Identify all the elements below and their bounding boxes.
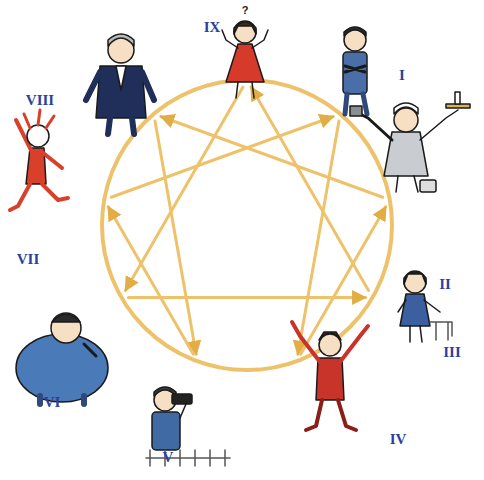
enneagram-point: VIII bbox=[147, 107, 161, 121]
type-numeral: IV bbox=[390, 432, 407, 447]
question-mark: ? bbox=[242, 5, 249, 16]
figure-seven bbox=[10, 110, 68, 210]
figure-nine bbox=[222, 21, 268, 98]
type-numeral: III bbox=[443, 345, 461, 360]
figure-five bbox=[146, 387, 230, 466]
enneagram-arrow bbox=[298, 121, 339, 354]
enneagram-point: VII bbox=[97, 193, 111, 207]
type-numeral: II bbox=[439, 277, 451, 292]
figure-two bbox=[350, 92, 470, 192]
enneagram-point: III bbox=[366, 291, 380, 305]
enneagram-arrow bbox=[301, 207, 386, 354]
outer-circle bbox=[102, 80, 392, 370]
type-numeral: VI bbox=[44, 395, 61, 410]
enneagram-arrow bbox=[155, 121, 196, 354]
enneagram-point: IV bbox=[290, 354, 304, 368]
figure-three bbox=[398, 271, 452, 342]
figure-eight bbox=[86, 34, 154, 134]
enneagram-arrow bbox=[161, 116, 383, 197]
enneagram-arrow bbox=[111, 116, 333, 197]
enneagram-arrow bbox=[251, 87, 368, 291]
type-numeral: V bbox=[163, 450, 174, 465]
enneagram-point: II bbox=[383, 193, 397, 207]
enneagram-point: IX bbox=[240, 73, 254, 87]
figure-six bbox=[16, 313, 108, 404]
enneagram-arrow bbox=[108, 207, 193, 354]
enneagram-point: V bbox=[190, 354, 204, 368]
figure-one bbox=[343, 27, 367, 114]
enneagram-point: I bbox=[333, 107, 347, 121]
figure-four bbox=[292, 322, 368, 430]
type-numeral: I bbox=[399, 68, 405, 83]
type-numeral: VIII bbox=[26, 93, 54, 108]
type-numeral: VII bbox=[17, 252, 40, 267]
enneagram-point: VI bbox=[114, 291, 128, 305]
type-numeral: IX bbox=[204, 20, 221, 35]
enneagram-arrow bbox=[128, 296, 365, 299]
